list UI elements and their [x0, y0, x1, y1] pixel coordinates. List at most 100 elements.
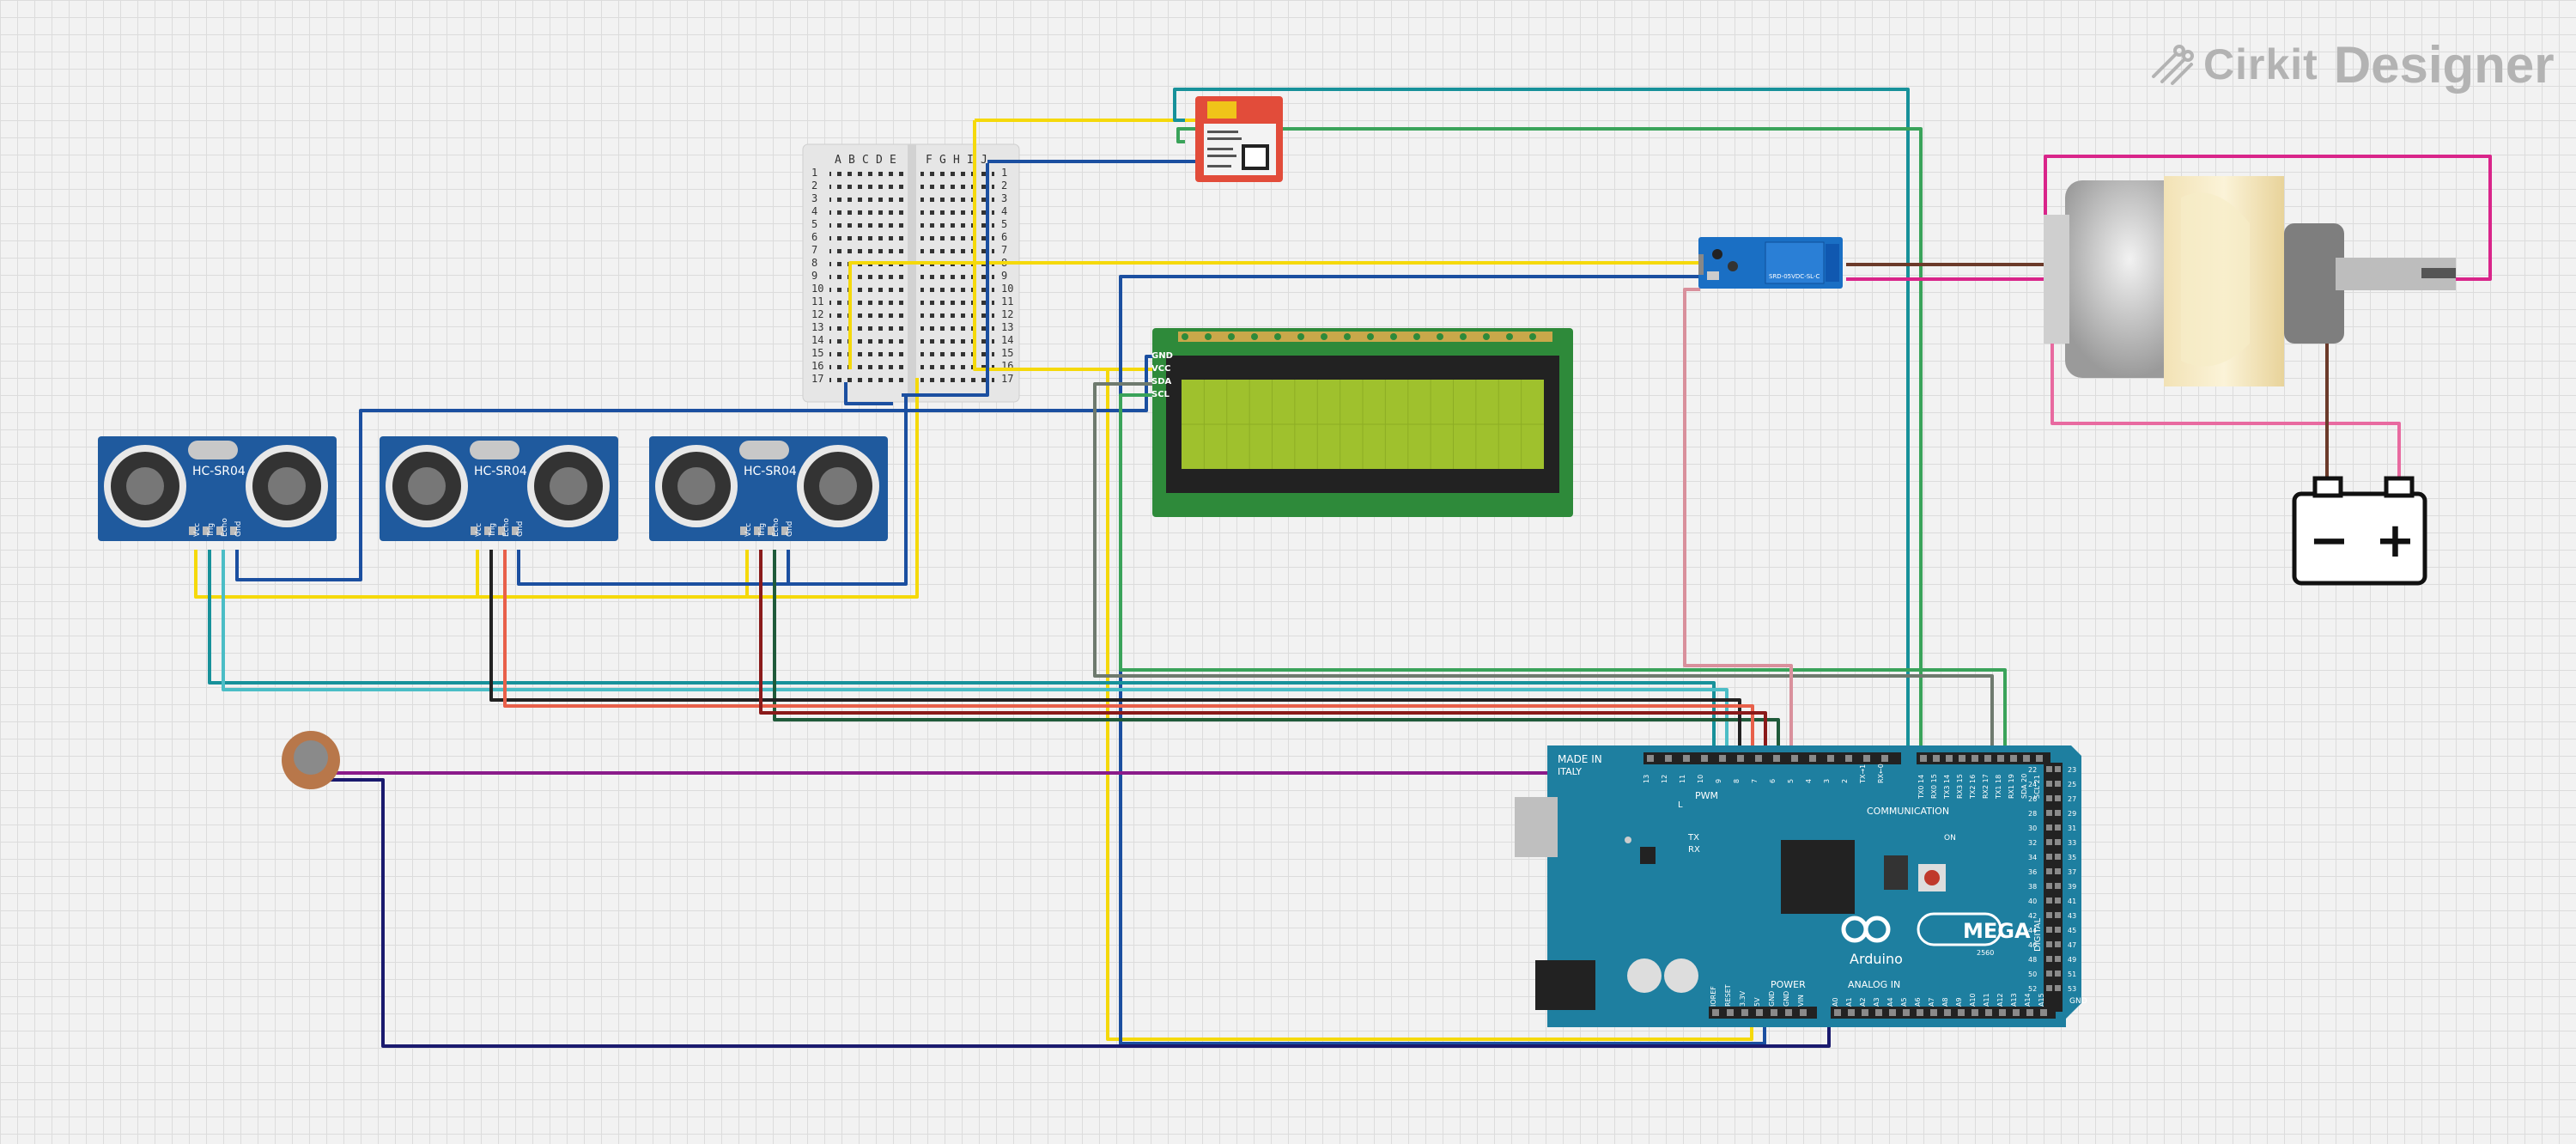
arduino-pin-pwm[interactable]	[1845, 755, 1852, 762]
arduino-pin-comm[interactable]	[1920, 755, 1927, 762]
arduino-pin-analog[interactable]	[1889, 1009, 1896, 1016]
wire-blue-gnd[interactable]	[902, 163, 989, 397]
wire-yellow-relay[interactable]	[848, 261, 1700, 369]
arduino-pin-analog[interactable]	[1903, 1009, 1910, 1016]
wire-blue-bb[interactable]	[844, 382, 893, 405]
arduino-pin-digital[interactable]	[2046, 781, 2052, 787]
arduino-pin-digital[interactable]	[2046, 839, 2052, 845]
relay-module[interactable]: SRD-05VDC-SL-C	[1698, 237, 1843, 289]
arduino-pin-pwm[interactable]	[1881, 755, 1888, 762]
arduino-pin-digital[interactable]	[2055, 839, 2061, 845]
wire-navy-buzzer[interactable]	[326, 778, 1831, 1048]
arduino-pin-comm[interactable]	[1959, 755, 1965, 762]
arduino-pin-analog[interactable]	[1985, 1009, 1992, 1016]
arduino-pin-digital[interactable]	[2046, 795, 2052, 801]
arduino-pin-digital[interactable]	[2046, 971, 2052, 977]
wires[interactable]	[194, 88, 2492, 1048]
arduino-pin-comm[interactable]	[2036, 755, 2043, 762]
arduino-pin-comm[interactable]	[1984, 755, 1991, 762]
arduino-pin-digital[interactable]	[2055, 868, 2061, 874]
arduino-pin-comm[interactable]	[1933, 755, 1940, 762]
arduino-pin-digital[interactable]	[2046, 854, 2052, 860]
wire-yellow-sensors[interactable]	[194, 378, 919, 599]
arduino-pin-analog[interactable]	[1958, 1009, 1965, 1016]
arduino-pin-pwm[interactable]	[1809, 755, 1816, 762]
wire-cyan-s1-echo[interactable]	[222, 550, 1728, 760]
wire-blue-lcd[interactable]	[235, 355, 1155, 581]
arduino-pin-digital[interactable]	[2046, 941, 2052, 947]
ultrasonic-sensor-1[interactable]: HC-SR04	[98, 436, 337, 541]
arduino-pin-comm[interactable]	[2023, 755, 2030, 762]
arduino-pin-digital[interactable]	[2055, 971, 2061, 977]
dc-gear-motor[interactable]	[2044, 176, 2456, 386]
wire-blue-s3[interactable]	[787, 550, 906, 586]
arduino-pin-power[interactable]	[1771, 1009, 1777, 1016]
arduino-pin-digital[interactable]	[2055, 912, 2061, 918]
arduino-pin-pwm[interactable]	[1791, 755, 1798, 762]
arduino-pin-digital[interactable]	[2046, 883, 2052, 889]
arduino-pin-pwm[interactable]	[1737, 755, 1744, 762]
arduino-pin-digital[interactable]	[2055, 854, 2061, 860]
arduino-pin-power[interactable]	[1727, 1009, 1734, 1016]
arduino-pin-digital[interactable]	[2055, 795, 2061, 801]
arduino-pin-analog[interactable]	[1999, 1009, 2006, 1016]
wire-pink-relay-sig[interactable]	[1683, 288, 1793, 760]
ultrasonic-sensor-2[interactable]: HC-SR04	[380, 436, 618, 541]
wire-green-sim[interactable]	[1176, 127, 1923, 760]
wire-darkgreen-s3-echo[interactable]	[773, 550, 1780, 760]
arduino-pin-pwm[interactable]	[1827, 755, 1834, 762]
arduino-pin-pwm[interactable]	[1683, 755, 1690, 762]
arduino-pin-power[interactable]	[1800, 1009, 1807, 1016]
wire-blue-relay[interactable]	[1119, 275, 1766, 1045]
sim800l-module[interactable]	[1195, 96, 1283, 182]
wire-teal-s1-trig[interactable]	[208, 550, 1716, 760]
wire-darkred-s3-trig[interactable]	[759, 550, 1767, 760]
arduino-pin-analog[interactable]	[2040, 1009, 2047, 1016]
arduino-pin-digital[interactable]	[2055, 766, 2061, 772]
wire-blue-s2[interactable]	[517, 395, 908, 586]
arduino-pin-power[interactable]	[1741, 1009, 1748, 1016]
arduino-pin-digital[interactable]	[2046, 898, 2052, 904]
arduino-pin-pwm[interactable]	[1719, 755, 1726, 762]
arduino-pin-analog[interactable]	[1917, 1009, 1923, 1016]
arduino-pin-analog[interactable]	[1930, 1009, 1937, 1016]
piezo-buzzer[interactable]	[282, 731, 340, 789]
arduino-pin-pwm[interactable]	[1755, 755, 1762, 762]
arduino-pin-power[interactable]	[1756, 1009, 1763, 1016]
arduino-pin-digital[interactable]	[2055, 927, 2061, 933]
arduino-pin-analog[interactable]	[2013, 1009, 2020, 1016]
arduino-pin-digital[interactable]	[2046, 868, 2052, 874]
arduino-pin-pwm[interactable]	[1665, 755, 1672, 762]
arduino-pin-analog[interactable]	[1944, 1009, 1951, 1016]
arduino-pin-digital[interactable]	[2046, 825, 2052, 831]
arduino-pin-digital[interactable]	[2055, 985, 2061, 991]
arduino-pin-digital[interactable]	[2055, 810, 2061, 816]
wire-purple-buzzer[interactable]	[326, 760, 1702, 775]
wire-red-s2-echo[interactable]	[503, 550, 1754, 760]
arduino-pin-digital[interactable]	[2055, 825, 2061, 831]
arduino-pin-pwm[interactable]	[1647, 755, 1654, 762]
arduino-pin-analog[interactable]	[2026, 1009, 2033, 1016]
arduino-pin-digital[interactable]	[2046, 985, 2052, 991]
arduino-mega[interactable]: MADE IN ITALY PWM COMMUNICATION POWER AN…	[1515, 745, 2087, 1027]
lcd-display[interactable]: GND VCC SDA SCL	[1151, 328, 1573, 517]
arduino-pin-digital[interactable]	[2046, 927, 2052, 933]
arduino-pin-analog[interactable]	[1834, 1009, 1841, 1016]
arduino-pin-digital[interactable]	[2055, 898, 2061, 904]
wire-green-sda[interactable]	[1119, 393, 2007, 760]
arduino-pin-pwm[interactable]	[1773, 755, 1780, 762]
ultrasonic-sensor-3[interactable]: HC-SR04	[649, 436, 888, 541]
wire-pink-motor[interactable]	[2050, 331, 2401, 481]
arduino-pin-pwm[interactable]	[1701, 755, 1708, 762]
wire-black-s2-trig[interactable]	[489, 550, 1741, 760]
arduino-pin-analog[interactable]	[1862, 1009, 1868, 1016]
arduino-pin-digital[interactable]	[2055, 781, 2061, 787]
arduino-pin-digital[interactable]	[2055, 883, 2061, 889]
arduino-pin-digital[interactable]	[2046, 810, 2052, 816]
arduino-pin-digital[interactable]	[2046, 912, 2052, 918]
arduino-pin-digital[interactable]	[2055, 956, 2061, 962]
arduino-pin-comm[interactable]	[2010, 755, 2017, 762]
wire-gray-scl[interactable]	[1093, 382, 1994, 760]
arduino-pin-analog[interactable]	[1848, 1009, 1855, 1016]
